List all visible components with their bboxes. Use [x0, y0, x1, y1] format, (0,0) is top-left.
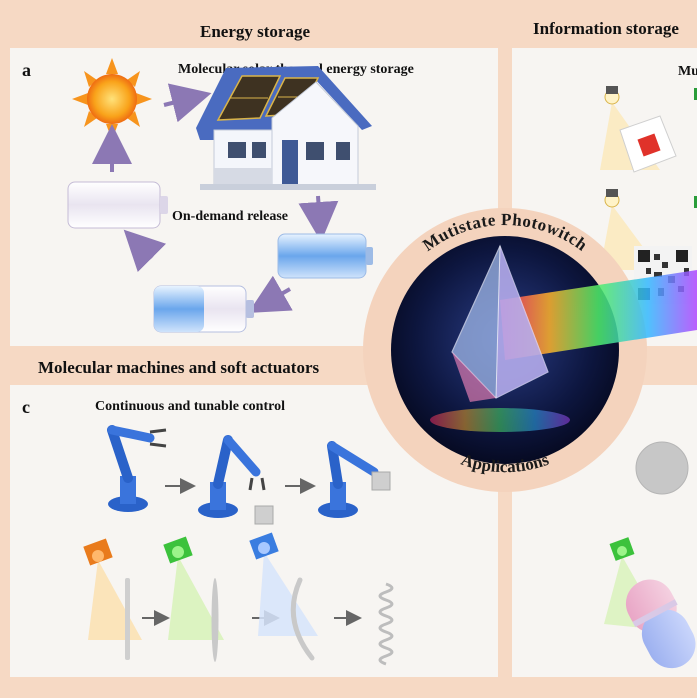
- energy-storage-title: Energy storage: [200, 22, 311, 41]
- panel-letter-c: c: [22, 397, 30, 417]
- cube-object: [254, 505, 274, 525]
- panel-letter-a: a: [22, 60, 31, 80]
- lamp-icon: [249, 532, 318, 636]
- actuator-film-straight: [125, 578, 130, 660]
- light-beam: [500, 270, 697, 360]
- cycle-arrow-4: [123, 229, 167, 273]
- info-card-mark: [637, 133, 661, 157]
- tunable-control-subtitle: Continuous and tunable control: [95, 399, 285, 414]
- battery-icon: [277, 233, 373, 279]
- battery-icon: [153, 285, 254, 333]
- house-icon: [196, 66, 376, 190]
- cycle-arrow-1: [163, 83, 212, 123]
- actuator-film-swollen: [211, 578, 219, 662]
- lamp-icon: [163, 536, 224, 640]
- green-lamp-edge: [694, 88, 697, 100]
- central-emblem: Mutistate Photowitch Applications: [363, 208, 697, 492]
- cycle-arrow-2: [298, 195, 339, 242]
- actuator-film-coiled: [378, 582, 394, 666]
- lamp-icon: [83, 538, 142, 640]
- battery-icon: [67, 181, 168, 229]
- gray-disc: [635, 441, 689, 495]
- information-storage-title: Information storage: [533, 19, 679, 38]
- robot-arm-icon: [318, 441, 391, 518]
- capsule-icon: [625, 579, 696, 669]
- sun-icon: [72, 58, 152, 140]
- prism-icon: [451, 244, 549, 402]
- green-lamp-edge: [694, 196, 697, 208]
- on-demand-release-label: On-demand release: [172, 209, 289, 224]
- actuator-film-bent: [290, 577, 315, 661]
- information-subtitle-partial: Mu: [678, 64, 697, 79]
- cycle-arrow-3: [248, 275, 293, 313]
- machines-title: Molecular machines and soft actuators: [38, 358, 320, 377]
- robot-arm-icon: [198, 435, 266, 518]
- robot-arm-icon: [107, 425, 167, 512]
